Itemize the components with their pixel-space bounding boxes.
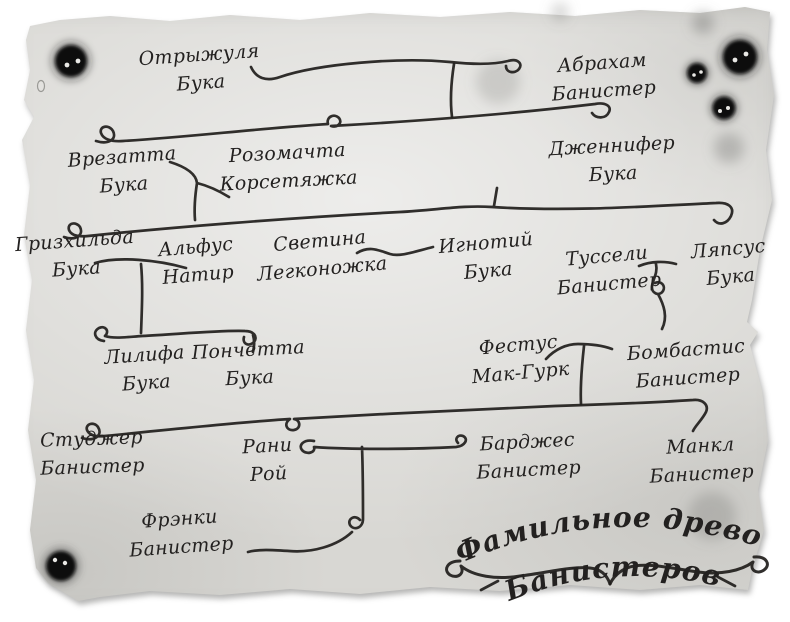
person-vrezatta-buka: Врезатта Бука	[56, 140, 190, 204]
person-lyapsus-buka: Ляпсус Бука	[670, 231, 789, 296]
person-last-name: Рой	[249, 461, 288, 486]
person-abraham-banister: Абрахам Банистер	[531, 45, 675, 110]
person-jennifer-buka: Дженнифер Бука	[539, 129, 687, 192]
person-frenki-banister: Фрэнки Банистер	[106, 501, 254, 566]
person-bardzhes-banister: Барджес Банистер	[457, 425, 600, 487]
person-rozomachta-korsetyazhka: Розомачта Корсетяжка	[207, 136, 370, 199]
title-line-2: Банистеров	[499, 550, 724, 608]
person-rani-roy: Рани Рой	[217, 430, 320, 490]
person-first-name: Студжер	[39, 426, 144, 452]
person-bombastis-banister: Бомбастис Банистер	[610, 332, 763, 397]
person-grizhilda-buka: Гризхильда Бука	[6, 223, 145, 287]
tree-title: Фамильное древо Банистеров	[450, 501, 765, 608]
person-mankl-banister: Манкл Банистер	[632, 429, 771, 491]
person-last-name: Банистер	[39, 453, 146, 480]
person-ignotiy-buka: Игнотий Бука	[426, 225, 548, 290]
person-alfus-natir: Альфус Натир	[136, 229, 258, 294]
person-otryzhulya-buka: Отрыжуля Бука	[128, 37, 272, 102]
person-festus-mak-gurk: Фестус Мак-Гурк	[450, 326, 589, 393]
person-studzher-banister: Студжер Банистер	[25, 424, 159, 484]
person-ponchetta-buka: Пончетта Бука	[182, 334, 317, 396]
